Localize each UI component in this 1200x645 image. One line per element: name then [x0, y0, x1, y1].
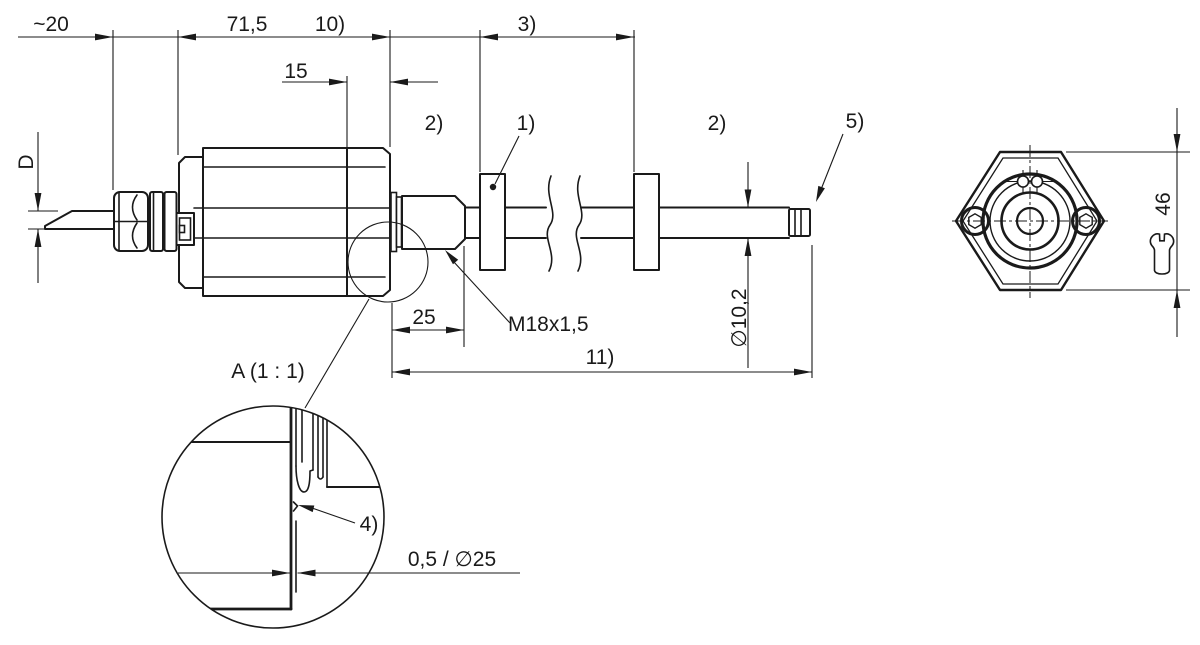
- dimension-cable-dia: D: [15, 132, 58, 283]
- callouts: 2) 1) 2) 5): [425, 110, 865, 202]
- detail-title: A (1 : 1): [231, 360, 305, 383]
- rod-tip: [788, 208, 811, 237]
- spacer-collar-2: [633, 173, 660, 271]
- side-view: [44, 147, 811, 409]
- connector-ring-inner: [1000, 191, 1060, 251]
- cable-gland: [113, 191, 178, 252]
- dim-rod-dia-text: ∅10,2: [728, 288, 751, 347]
- housing-front-cap: [346, 147, 391, 297]
- housing: [178, 147, 391, 297]
- measuring-rod: [464, 175, 790, 272]
- dim-cable-gland-text: ~20: [33, 13, 69, 36]
- detail-view-a: A (1 : 1) 4): [161, 360, 520, 629]
- break-line-right: [575, 175, 583, 272]
- callout-2-left-text: 2): [425, 112, 444, 135]
- dimension-chain-top: ~20 71,5 10) 3): [18, 13, 635, 190]
- dimension-rod-length: 11): [392, 245, 813, 378]
- note-11-text: 11): [586, 346, 615, 369]
- connector-pin-bore: [1015, 206, 1045, 236]
- dimension-ring: 0,5 / ∅25: [178, 548, 520, 577]
- dimension-rod-dia: ∅10,2: [728, 162, 752, 368]
- callout-1-text: 1): [517, 112, 536, 135]
- connector-ring-outer: [981, 172, 1079, 270]
- dim-front-cap-text: 15: [284, 60, 307, 83]
- housing-barrel: [202, 147, 348, 297]
- callout-4: 4): [298, 505, 378, 536]
- detail-a-leader: [304, 298, 370, 409]
- callout-5-leader: [819, 133, 844, 193]
- thread-bushing: [401, 195, 466, 250]
- dim-cable-dia-text: D: [15, 154, 38, 169]
- dim-thread-len-text: 25: [412, 306, 435, 329]
- screw-hole-right: [1071, 206, 1101, 236]
- cable: [44, 210, 116, 230]
- thread-annotation: M18x1,5: [445, 250, 589, 336]
- callout-4-text: 4): [360, 513, 379, 536]
- dimension-thread-len: 25: [391, 246, 465, 378]
- note-3-text: 3): [518, 13, 537, 36]
- wrench-icon: [1149, 233, 1175, 275]
- dimension-across-flats: 46: [1066, 108, 1190, 337]
- dim-across-flats-text: 46: [1152, 192, 1175, 215]
- adjustment-pots: [1006, 170, 1054, 193]
- gland-spigot: [175, 212, 195, 246]
- dim-housing-text: 71,5: [227, 13, 268, 36]
- detail-circle: [161, 405, 385, 629]
- callout-5-arrow: [816, 185, 825, 202]
- break-line-left: [546, 175, 554, 272]
- screw-hole-left: [960, 206, 990, 236]
- dim-ring-text: 0,5 / ∅25: [408, 548, 496, 571]
- dimension-front-cap: 15: [282, 60, 438, 147]
- callout-5-text: 5): [846, 110, 865, 133]
- callout-1-dot: [489, 183, 497, 191]
- callout-1-leader: [494, 135, 520, 185]
- thread-spec-text: M18x1,5: [508, 313, 589, 336]
- end-view: 46: [952, 108, 1190, 337]
- callout-2-right-text: 2): [708, 112, 727, 135]
- detail-a-marker: [347, 221, 429, 303]
- note-10-text: 10): [315, 13, 345, 36]
